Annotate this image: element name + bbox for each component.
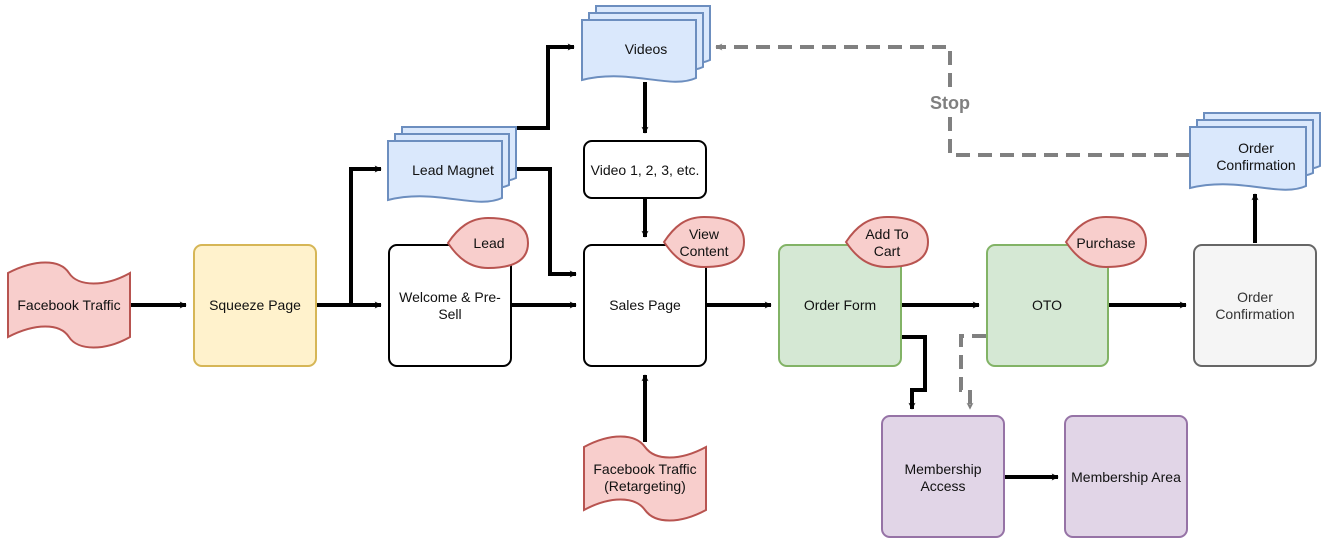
edge-squeeze-to-lead-magnet [316, 165, 382, 307]
welcome-presell-label-line1: Welcome & Pre- [399, 289, 501, 305]
order-confirmation-doc-node[interactable]: Order Confirmation [1189, 112, 1321, 191]
squeeze-page-node[interactable]: Squeeze Page [193, 244, 317, 367]
add-to-cart-label-line2: Cart [874, 243, 901, 259]
welcome-presell-label-line2: Sell [438, 306, 461, 322]
squeeze-page-label: Squeeze Page [209, 297, 301, 313]
welcome-presell-node[interactable]: Welcome & Pre- Sell [388, 244, 512, 367]
view-content-label-line1: View [689, 226, 720, 242]
membership-area-label: Membership Area [1071, 469, 1181, 485]
facebook-traffic-node[interactable]: Facebook Traffic [7, 261, 131, 349]
purchase-event-label: Purchase [1076, 235, 1135, 251]
order-form-label: Order Form [804, 297, 876, 313]
view-content-label-line2: Content [679, 243, 728, 259]
oto-label: OTO [1032, 297, 1062, 313]
order-confirmation-label-line2: Confirmation [1215, 306, 1294, 322]
stop-label: Stop [930, 93, 970, 113]
edge-order-form-to-membership [901, 335, 927, 410]
membership-area-node[interactable]: Membership Area [1064, 415, 1188, 538]
stop-label-bg [922, 89, 978, 117]
order-confirmation-doc-label-line1: Order [1238, 140, 1274, 156]
videos-node[interactable]: Videos [581, 5, 711, 83]
membership-access-label-line2: Access [920, 478, 965, 494]
add-to-cart-label-line1: Add To [865, 226, 909, 242]
order-confirmation-label-line1: Order [1237, 289, 1273, 305]
order-confirmation-doc-label-line2: Confirmation [1216, 157, 1295, 173]
sales-page-node[interactable]: Sales Page [583, 244, 707, 367]
purchase-event-badge: Purchase [1064, 215, 1148, 269]
add-to-cart-event-badge: Add To Cart [844, 215, 930, 269]
lead-event-badge: Lead [446, 216, 530, 270]
lead-magnet-node[interactable]: Lead Magnet [387, 126, 517, 203]
order-form-node[interactable]: Order Form [778, 244, 902, 367]
lead-event-label: Lead [473, 235, 504, 251]
view-content-event-badge: View Content [662, 215, 746, 269]
sales-page-label: Sales Page [609, 297, 681, 313]
edge-lead-magnet-to-videos [515, 43, 575, 130]
facebook-traffic-label: Facebook Traffic [17, 297, 120, 313]
video-list-label: Video 1, 2, 3, etc. [591, 162, 700, 178]
membership-access-label-line1: Membership [904, 461, 981, 477]
oto-node[interactable]: OTO [986, 244, 1109, 367]
video-list-node[interactable]: Video 1, 2, 3, etc. [583, 140, 707, 199]
edge-lead-magnet-to-sales [515, 167, 577, 278]
retargeting-label-line2: (Retargeting) [604, 478, 686, 494]
retargeting-label-line1: Facebook Traffic [593, 461, 696, 477]
edge-oto-to-membership-dashed [959, 334, 986, 410]
lead-magnet-label: Lead Magnet [412, 162, 494, 178]
retargeting-traffic-node[interactable]: Facebook Traffic (Retargeting) [583, 435, 707, 522]
order-confirmation-node[interactable]: Order Confirmation [1193, 244, 1317, 367]
videos-label: Videos [625, 41, 668, 57]
membership-access-node[interactable]: Membership Access [881, 415, 1005, 538]
